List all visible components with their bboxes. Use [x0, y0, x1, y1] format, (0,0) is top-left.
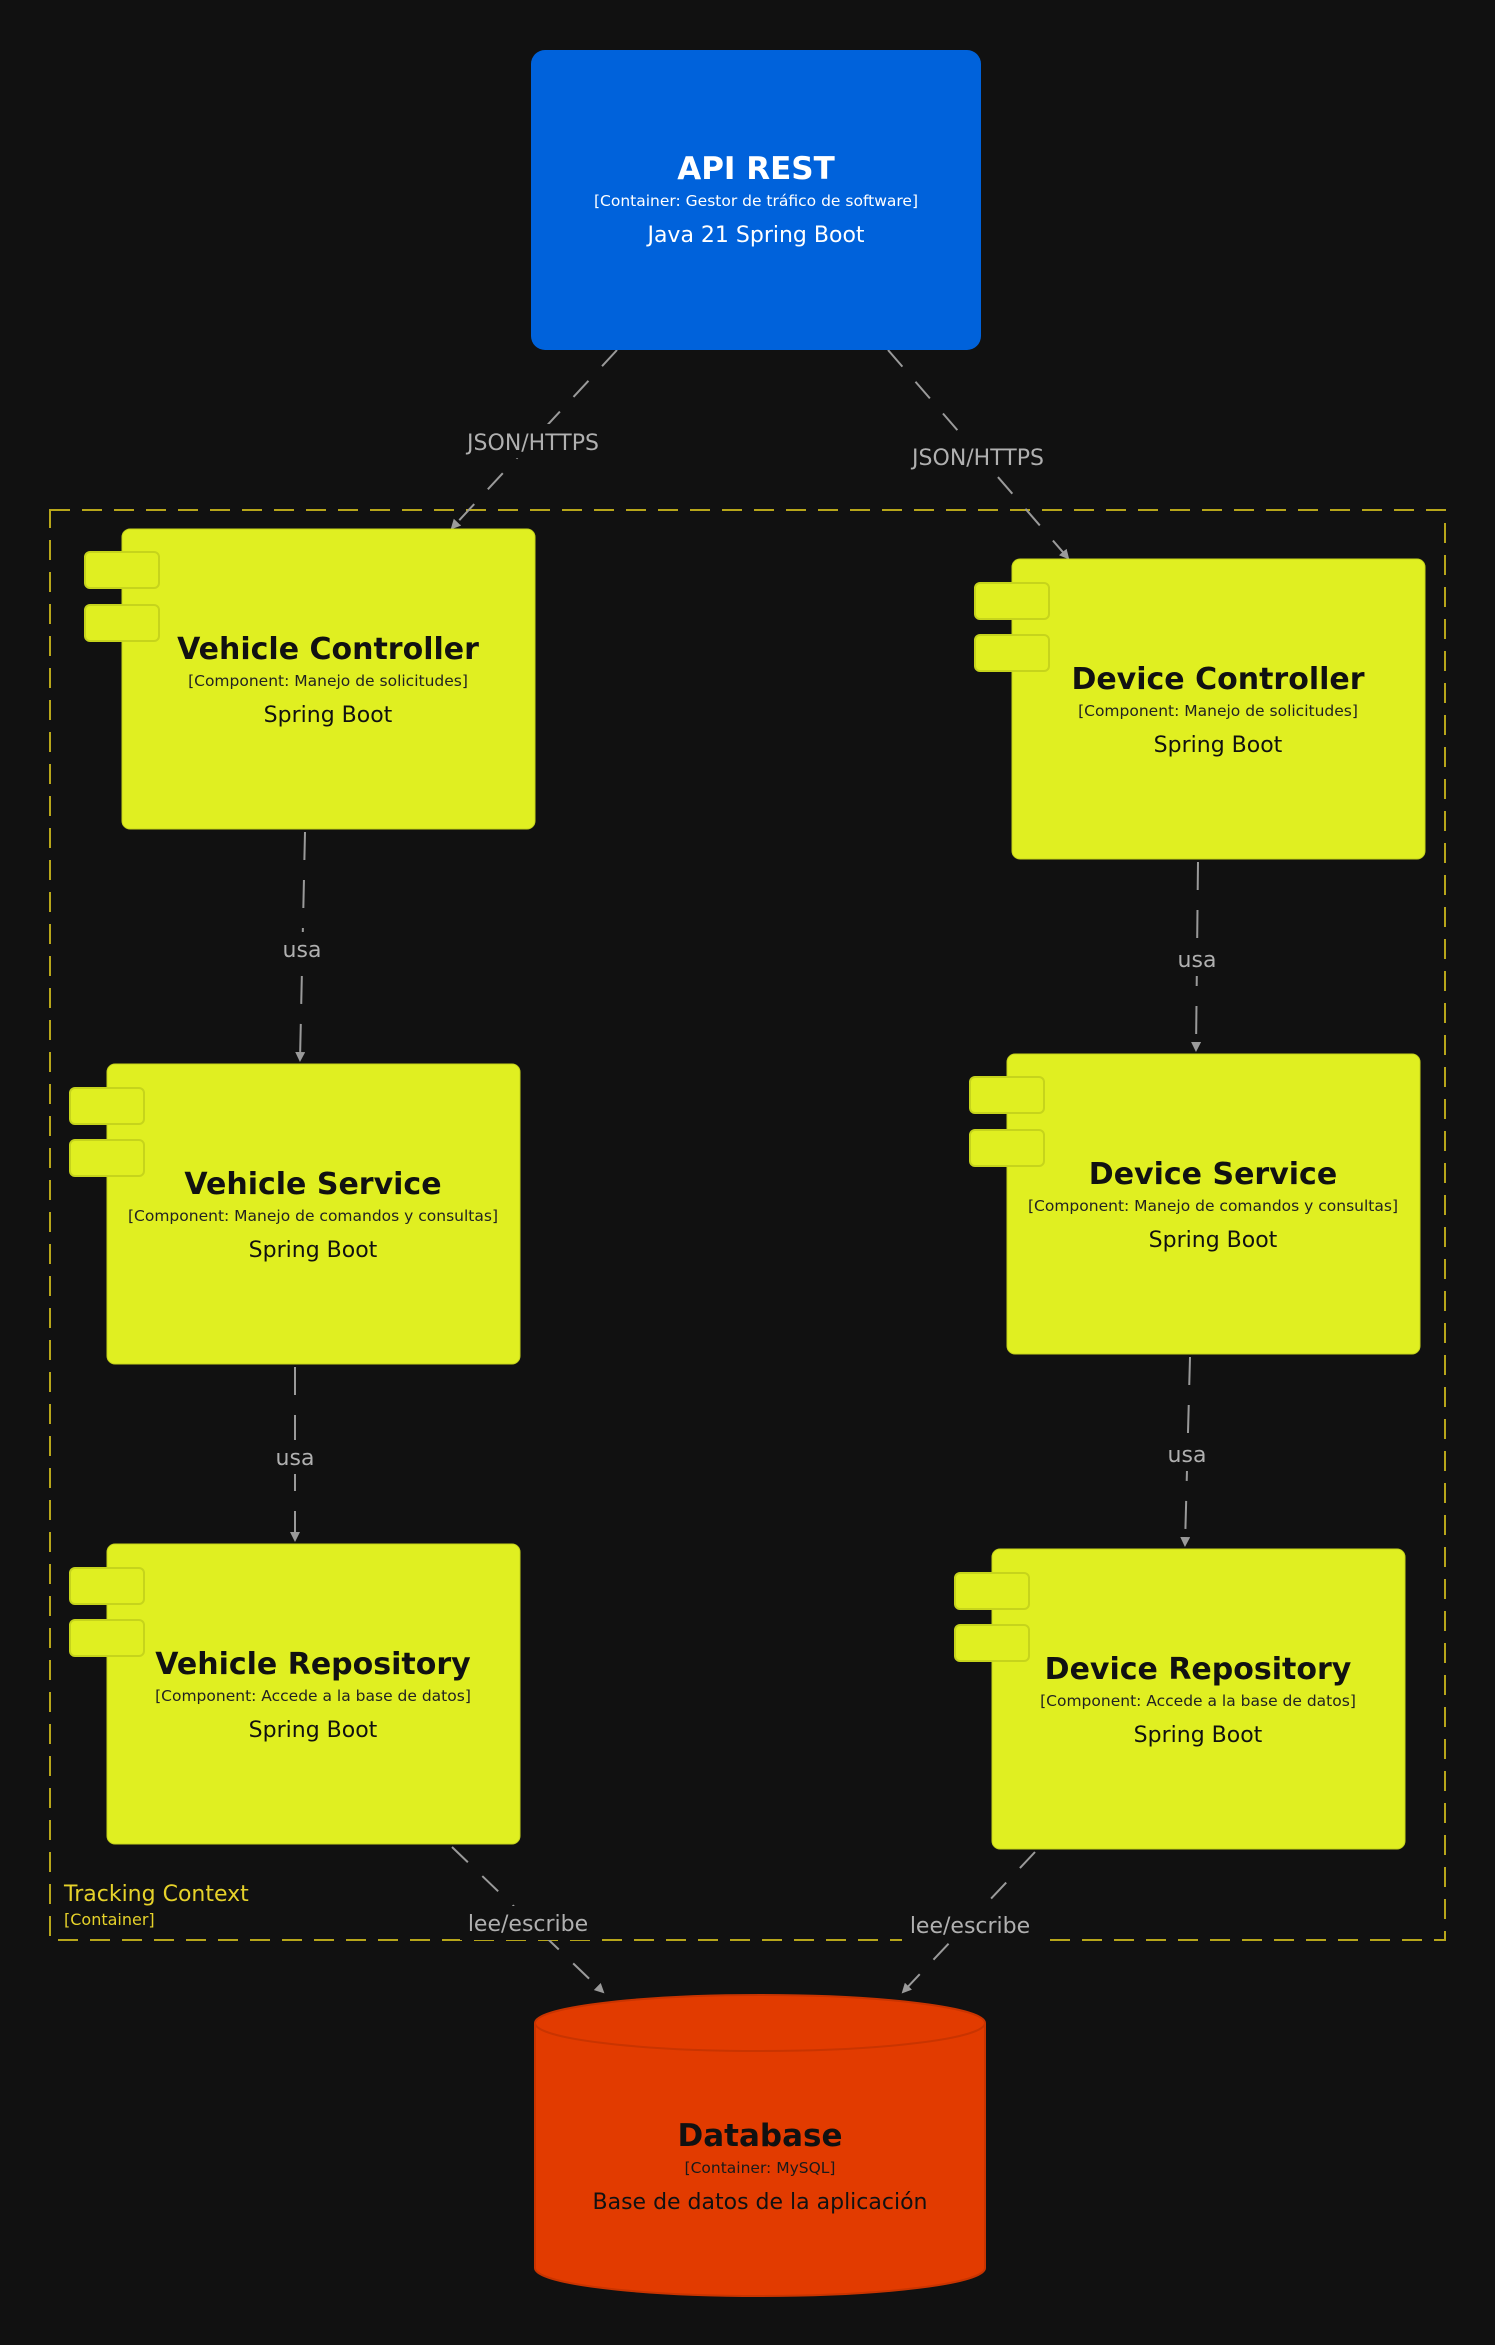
- vehicle-repository-tech: Spring Boot: [249, 1718, 378, 1743]
- component-tab-icon: [84, 551, 160, 589]
- boundary-label: Tracking Context: [63, 1882, 249, 1907]
- api-rest-container[interactable]: API REST [Container: Gestor de tráfico d…: [531, 50, 981, 350]
- vehicle-repository-subtitle: [Component: Accede a la base de datos]: [155, 1687, 471, 1705]
- vehicle-controller-subtitle: [Component: Manejo de solicitudes]: [188, 672, 468, 690]
- api-subtitle: [Container: Gestor de tráfico de softwar…: [594, 192, 918, 210]
- vehicle-controller-component[interactable]: Vehicle Controller [Component: Manejo de…: [84, 528, 536, 830]
- component-tab-icon: [954, 1572, 1030, 1610]
- database-subtitle: [Container: MySQL]: [685, 2159, 836, 2177]
- edge-label-device-controller-service: usa: [1178, 948, 1217, 973]
- component-tab-icon: [974, 582, 1050, 620]
- component-tab-icon: [69, 1139, 145, 1177]
- device-service-title: Device Service: [1089, 1157, 1337, 1192]
- edge-device-service-repository: [1180, 1356, 1191, 1547]
- device-repository-component[interactable]: Device Repository [Component: Accede a l…: [954, 1548, 1406, 1850]
- device-repository-title: Device Repository: [1045, 1652, 1352, 1687]
- component-tab-icon: [974, 634, 1050, 672]
- device-controller-tech: Spring Boot: [1154, 733, 1283, 758]
- vehicle-controller-tech: Spring Boot: [264, 703, 393, 728]
- device-controller-title: Device Controller: [1071, 662, 1364, 697]
- api-tech: Java 21 Spring Boot: [645, 223, 864, 248]
- vehicle-controller-title: Vehicle Controller: [177, 632, 479, 667]
- database-title: Database: [678, 2118, 843, 2154]
- vehicle-repository-title: Vehicle Repository: [155, 1647, 471, 1682]
- database-tech: Base de datos de la aplicación: [593, 2190, 928, 2215]
- component-tab-icon: [69, 1619, 145, 1657]
- edge-label-device-service-repository: usa: [1168, 1443, 1207, 1468]
- edge-labels: JSON/HTTPS JSON/HTTPS usa usa usa usa le…: [265, 424, 1227, 1942]
- vehicle-service-component[interactable]: Vehicle Service [Component: Manejo de co…: [69, 1063, 521, 1365]
- component-tab-icon: [969, 1076, 1045, 1114]
- database-container[interactable]: Database [Container: MySQL] Base de dato…: [534, 1994, 986, 2297]
- edge-device-controller-service: [1191, 861, 1202, 1052]
- device-service-tech: Spring Boot: [1149, 1228, 1278, 1253]
- edge-label-api-vehicle: JSON/HTTPS: [465, 431, 599, 456]
- vehicle-service-subtitle: [Component: Manejo de comandos y consult…: [128, 1207, 498, 1225]
- vehicle-service-title: Vehicle Service: [184, 1167, 441, 1202]
- device-repository-subtitle: [Component: Accede a la base de datos]: [1040, 1692, 1356, 1710]
- vehicle-service-tech: Spring Boot: [249, 1238, 378, 1263]
- device-service-subtitle: [Component: Manejo de comandos y consult…: [1028, 1197, 1398, 1215]
- tracking-context-boundary: Tracking Context [Container]: [49, 509, 1446, 1941]
- component-tab-icon: [84, 604, 160, 642]
- device-controller-subtitle: [Component: Manejo de solicitudes]: [1078, 702, 1358, 720]
- edge-label-api-device: JSON/HTTPS: [910, 446, 1044, 471]
- component-tab-icon: [954, 1624, 1030, 1662]
- vehicle-repository-component[interactable]: Vehicle Repository [Component: Accede a …: [69, 1543, 521, 1845]
- component-tab-icon: [69, 1567, 145, 1605]
- component-tab-icon: [969, 1129, 1045, 1167]
- boundary-type: [Container]: [64, 1910, 155, 1929]
- edge-label-vehicle-service-repository: usa: [276, 1446, 315, 1471]
- edge-label-vehicle-controller-service: usa: [283, 938, 322, 963]
- device-repository-tech: Spring Boot: [1134, 1723, 1263, 1748]
- edge-label-device-repository-database: lee/escribe: [910, 1914, 1030, 1939]
- component-tab-icon: [69, 1087, 145, 1125]
- device-controller-component[interactable]: Device Controller [Component: Manejo de …: [974, 558, 1426, 860]
- api-title: API REST: [677, 151, 835, 187]
- edge-label-vehicle-repository-database: lee/escribe: [468, 1912, 588, 1937]
- device-service-component[interactable]: Device Service [Component: Manejo de com…: [969, 1053, 1421, 1355]
